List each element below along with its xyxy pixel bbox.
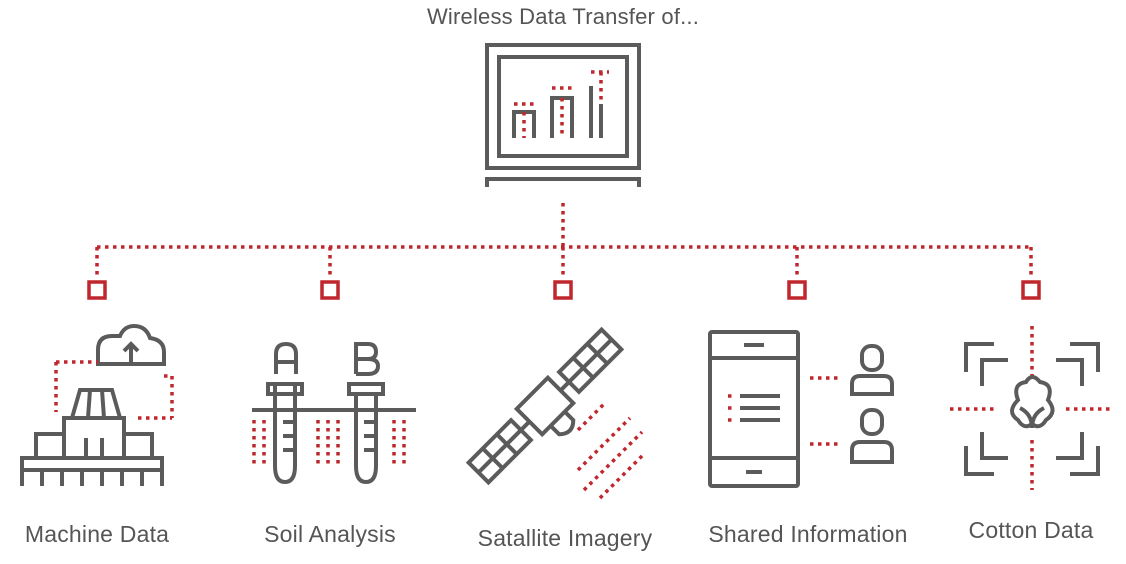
shared-information-label: Shared Information	[708, 521, 908, 547]
cotton-focus-icon	[950, 326, 1114, 490]
diagram-title: Wireless Data Transfer of...	[426, 4, 700, 29]
monitor-chart-icon	[485, 43, 641, 187]
node-box-machine	[87, 280, 107, 300]
tractor-cloud-icon	[20, 323, 174, 486]
tablet-users-icon	[708, 330, 894, 488]
soil-analysis-label: Soil Analysis	[264, 521, 396, 547]
node-box-soil	[320, 280, 340, 300]
test-tubes-icon	[252, 341, 416, 485]
node-box-shared	[787, 280, 807, 300]
node-box-satellite	[553, 280, 573, 300]
satellite-icon	[465, 326, 646, 500]
machine-data-label: Machine Data	[24, 521, 170, 547]
satellite-imagery-label: Satallite Imagery	[477, 525, 653, 551]
cotton-data-label: Cotton Data	[968, 517, 1094, 543]
connector-lines	[87, 203, 1041, 300]
node-box-cotton	[1021, 280, 1041, 300]
